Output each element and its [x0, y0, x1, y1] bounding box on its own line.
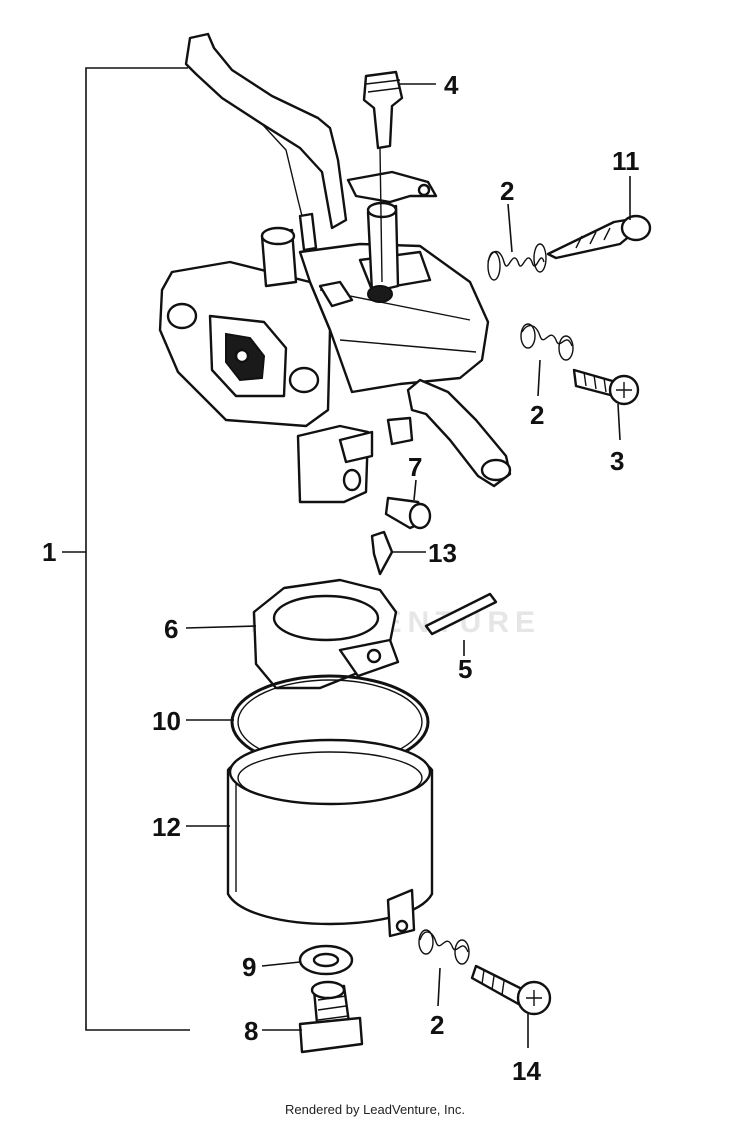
callout-2-middle: 2 — [530, 400, 544, 430]
callout-14: 14 — [512, 1056, 541, 1086]
callout-10: 10 — [152, 706, 181, 736]
callout-11: 11 — [612, 146, 640, 176]
needle-screw-part-11 — [546, 214, 652, 260]
callout-1: 1 — [42, 537, 56, 567]
spring-part-2-middle — [520, 323, 574, 361]
spring-part-2-lower — [418, 929, 470, 965]
callout-4: 4 — [444, 70, 459, 100]
screw-part-3 — [572, 368, 640, 406]
footer-credit: Rendered by LeadVenture, Inc. — [285, 1102, 465, 1117]
float-part-6 — [252, 578, 400, 690]
callout-3: 3 — [610, 446, 624, 476]
jet-part-7 — [384, 496, 432, 530]
callout-9: 9 — [242, 952, 256, 982]
washer-part-9 — [298, 944, 354, 976]
idle-screw-part-4 — [362, 70, 404, 283]
callout-12: 12 — [152, 812, 181, 842]
carburetor-body — [158, 170, 512, 504]
callout-2-lower: 2 — [430, 1010, 444, 1040]
callout-6: 6 — [164, 614, 178, 644]
throttle-lever — [184, 32, 348, 252]
callout-8: 8 — [244, 1016, 258, 1046]
needle-valve-part-13 — [370, 530, 394, 576]
assembly-bracket — [62, 67, 190, 1031]
drain-plug-part-8 — [298, 980, 364, 1054]
callout-7: 7 — [408, 452, 422, 482]
leader-lines — [185, 83, 631, 1048]
callout-5: 5 — [458, 654, 472, 684]
screw-part-14 — [470, 964, 552, 1016]
spring-part-2-upper — [487, 243, 547, 281]
callout-13: 13 — [428, 538, 457, 568]
float-bowl-part-12 — [226, 738, 434, 938]
pin-part-5 — [424, 592, 498, 636]
callout-2-upper: 2 — [500, 176, 514, 206]
